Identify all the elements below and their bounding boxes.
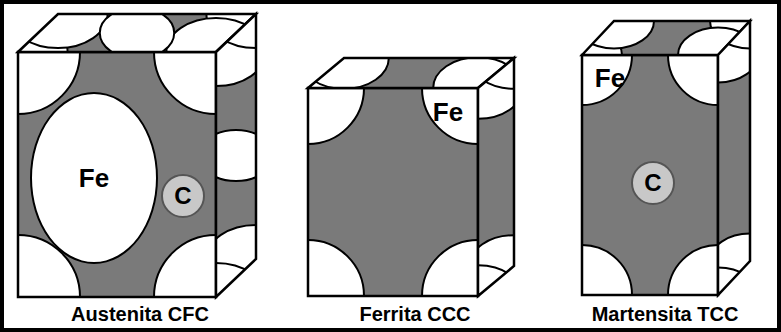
iron-atom: Fe bbox=[424, 94, 472, 130]
phase-caption: Martensita TCC bbox=[592, 304, 739, 324]
cell-edge bbox=[582, 55, 718, 295]
unit-cell bbox=[0, 0, 306, 332]
cell-edge bbox=[216, 14, 256, 297]
cell-edge bbox=[18, 52, 216, 297]
atom-symbol: Fe bbox=[433, 99, 463, 125]
cell-edge bbox=[718, 21, 750, 295]
carbon-atom: C bbox=[161, 174, 205, 218]
atom-symbol: C bbox=[644, 171, 661, 195]
cell-edge bbox=[478, 58, 514, 296]
atom-symbol: Fe bbox=[79, 165, 109, 191]
iron-atom bbox=[8, 0, 107, 48]
phase-caption: Ferrita CCC bbox=[359, 304, 470, 324]
unit-cell bbox=[252, 27, 559, 332]
iron-atom bbox=[574, 0, 654, 49]
atom-symbol: C bbox=[174, 184, 191, 208]
iron-atom: Fe bbox=[30, 92, 158, 264]
cell-edge bbox=[308, 88, 478, 296]
atom-symbol: Fe bbox=[595, 65, 625, 91]
carbon-atom: C bbox=[631, 161, 675, 205]
iron-atom bbox=[199, 130, 273, 181]
unit-cell bbox=[532, 0, 781, 332]
iron-atom: Fe bbox=[586, 60, 634, 96]
phase-caption: Austenita CFC bbox=[71, 304, 209, 324]
